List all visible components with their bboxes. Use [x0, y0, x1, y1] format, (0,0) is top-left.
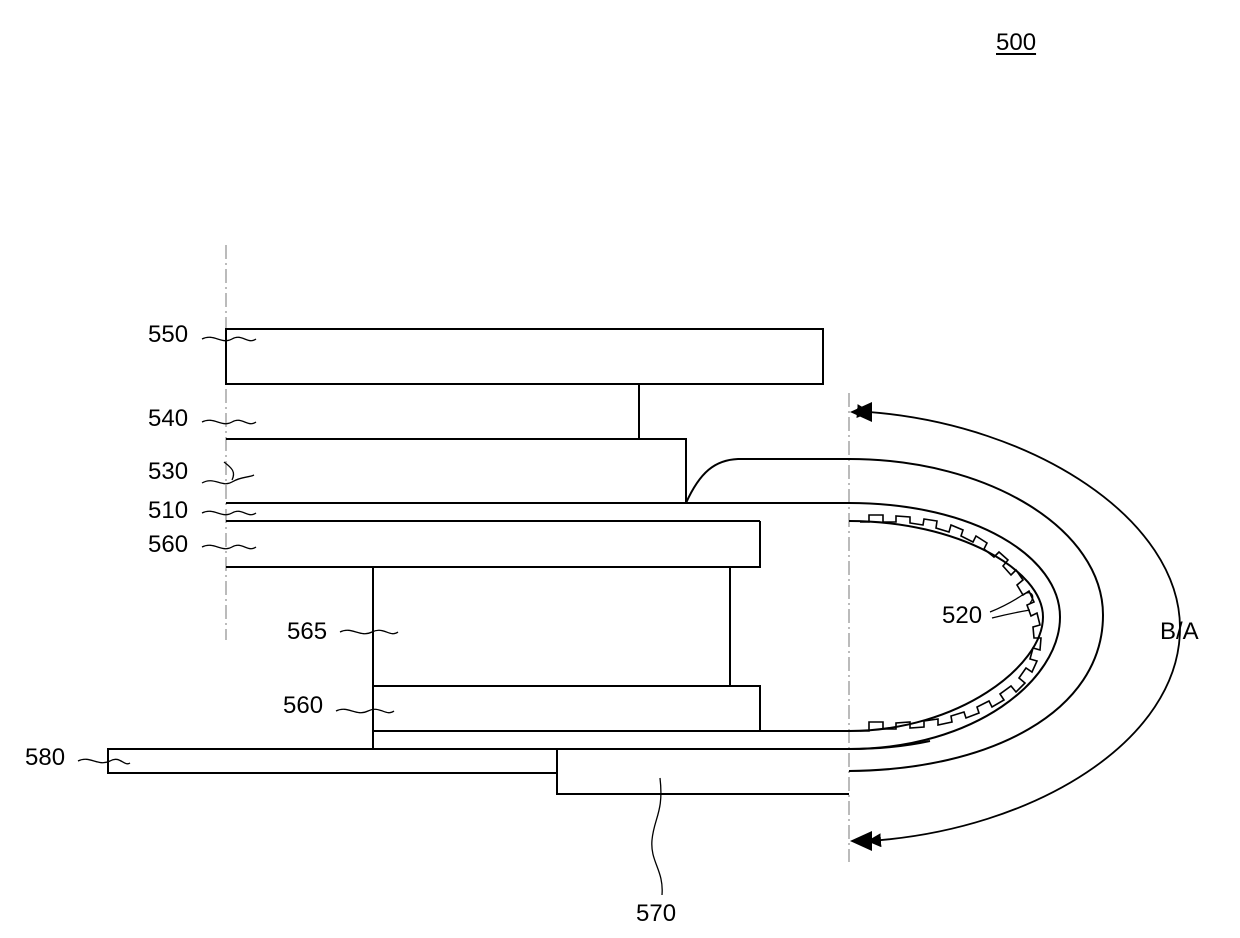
- label-510: 510: [148, 499, 188, 523]
- arrow-bottom-head: [850, 831, 872, 851]
- bending-area-arrow: [869, 412, 1180, 841]
- label-580: 580: [25, 746, 65, 770]
- leader-510: [202, 511, 256, 514]
- layer-510-lower: [373, 731, 849, 749]
- layer-510: [226, 503, 849, 521]
- figure-number: 500: [996, 31, 1036, 55]
- leader-540: [202, 420, 256, 423]
- label-540: 540: [148, 407, 188, 431]
- arrow-top-head: [850, 402, 872, 422]
- layer-530: [226, 439, 686, 503]
- layer-580: [108, 749, 557, 773]
- label-570: 570: [636, 902, 676, 926]
- leader-530: [202, 462, 254, 484]
- leader-560-bottom: [336, 709, 394, 712]
- layer-565: [373, 567, 730, 749]
- layer-560-bottom: [373, 686, 760, 731]
- leader-550: [202, 337, 256, 340]
- layer-560-top: [226, 521, 760, 567]
- label-560-bottom: 560: [283, 694, 323, 718]
- label-bending-area: B/A: [1160, 620, 1199, 644]
- leader-520: [990, 593, 1033, 618]
- label-550: 550: [148, 323, 188, 347]
- leader-570: [652, 778, 662, 895]
- leader-lines: [78, 337, 1033, 895]
- leader-580: [78, 759, 130, 764]
- label-565: 565: [287, 620, 327, 644]
- label-520: 520: [942, 604, 982, 628]
- leader-565: [340, 630, 398, 633]
- leader-560-top: [202, 545, 256, 548]
- label-530: 530: [148, 460, 188, 484]
- label-560-top: 560: [148, 533, 188, 557]
- layer-570: [557, 741, 930, 794]
- layer-550: [226, 329, 823, 384]
